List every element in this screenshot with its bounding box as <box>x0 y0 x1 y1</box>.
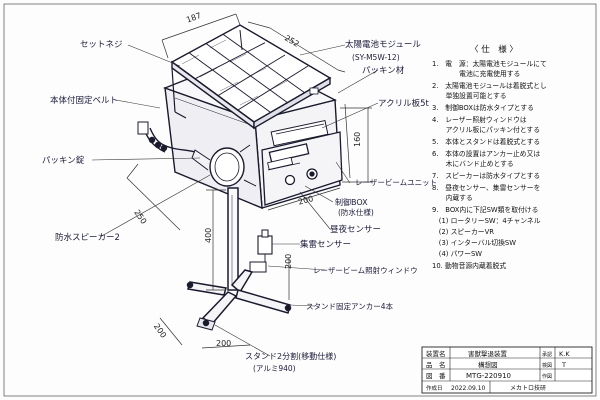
dimension-lines <box>126 13 372 349</box>
spec-list: 〈 仕 様 〉 1. 電 源：太陽電池モジュールにて 電池に充電使用する 2. … <box>432 44 547 270</box>
solar-panel <box>170 24 332 130</box>
tb-row3-value: MTG-220910 <box>466 372 511 380</box>
label-packing-left: パッキン錠 <box>42 155 85 166</box>
label-laser-window: レーザービーム照射ウィンドウ <box>313 265 418 275</box>
spec-item: (3) インターバル切換SW <box>432 238 516 247</box>
spec-item: 4. レーザー照射ウィンドウは <box>432 115 527 124</box>
label-control-box: 制御BOX <box>335 197 368 207</box>
label-stand-note: スタンド2分割(移動仕様) <box>245 351 336 361</box>
tb-row1-label: 装置名 <box>426 349 446 358</box>
control-box <box>261 131 343 206</box>
label-control-box-note: (防水仕様) <box>338 207 374 217</box>
spec-item: 木にバンド止めとする <box>432 159 514 168</box>
label-acrylic: アクリル板5t <box>378 98 429 109</box>
dim-foot-b: 200 <box>216 339 231 348</box>
dim-pole-height: 400 <box>204 228 213 243</box>
spec-item: 7. スピーカーは防水タイプとする <box>432 171 540 180</box>
spec-item: (4) パワーSW <box>432 250 482 258</box>
spec-item: 9. BOX内に下記SW類を取付ける <box>432 205 538 214</box>
tb-row3-label: 図 番 <box>426 372 446 380</box>
spec-item: 単独設置可能とする <box>432 91 507 100</box>
tb-draw-label: 作図 <box>542 373 552 380</box>
dim-mid-width: 200 <box>297 194 314 207</box>
label-mount-belt: 本体付固定ベルト <box>50 95 118 106</box>
tb-draw-value: T <box>561 361 566 369</box>
spec-item: 3. 制御BOXは防水タイプとする <box>432 103 534 112</box>
sheet-border <box>3 3 597 397</box>
label-solar-module: 太陽電池モジュール <box>345 39 421 50</box>
leader-lines <box>91 44 379 357</box>
label-packing-right: パッキン材 <box>362 65 405 76</box>
tb-approve-label: 承認 <box>542 351 552 358</box>
spec-item: 1. 電 源：太陽電池モジュールにて <box>432 59 547 68</box>
label-rain-sensor: 集雷センサー <box>300 239 351 250</box>
spec-item: (1) ロータリーSW：4チャンネル <box>432 216 541 225</box>
label-stand-anchor: スタンド固定アンカー4本 <box>306 301 393 311</box>
label-stand-material: (アルミ940) <box>253 364 296 373</box>
spec-item: 電池に充電使用する <box>432 69 520 78</box>
tb-row2-label: 品 名 <box>426 360 446 369</box>
dim-top-width: 187 <box>185 11 202 25</box>
spec-item: 8. 昼夜センサー、集雷センサーを <box>432 183 540 192</box>
stand <box>186 187 292 331</box>
dim-base-length: 200 <box>284 254 293 269</box>
dim-right-height: 160 <box>353 132 362 147</box>
label-waterproof-speaker: 防水スピーカー2 <box>55 232 120 243</box>
tb-date-value: 2022.09.10 <box>451 385 486 392</box>
spec-item: 6. 本体の設置はアンカー止め又は <box>432 149 540 158</box>
spec-item: 内蔵する <box>432 193 473 202</box>
tb-approve-value: K.K <box>559 350 570 358</box>
spec-item: 5. 本体とスタンドは着脱式とする <box>432 137 540 146</box>
spec-item: 2. 太陽電池モジュールは着脱式とし <box>432 81 547 90</box>
mount-belt <box>137 121 196 153</box>
label-set-screw: セットネジ <box>80 40 123 50</box>
dim-top-depth: 252 <box>283 33 301 48</box>
speaker <box>191 144 257 187</box>
spec-item: アクリル板にパッキン付とする <box>432 125 540 134</box>
tb-check-label: 検図 <box>542 362 552 369</box>
label-laser-unit: レーザービームユニット <box>355 178 437 187</box>
title-block: 装置名 害獣撃退装置 品 名 構想図 図 番 MTG-220910 作成日 20… <box>421 346 593 394</box>
dim-left-diag: 250 <box>132 208 148 226</box>
spec-item: (2) スピーカーVR <box>432 228 494 236</box>
part-labels: セットネジ 本体付固定ベルト パッキン錠 防水スピーカー2 太陽電池モジュール … <box>42 39 437 373</box>
tb-row2-value: 構想図 <box>478 360 498 369</box>
tb-company: メカトロ技研 <box>510 384 546 392</box>
spec-item: 10. 動物音源内蔵着脱式 <box>432 261 506 270</box>
spec-title: 〈 仕 様 〉 <box>470 44 518 55</box>
tb-date-label: 作成日 <box>426 384 443 392</box>
label-solar-model: (SY-M5W-12) <box>352 53 400 62</box>
label-day-night-sensor: 昼夜センサー <box>330 224 381 235</box>
tb-row1-value: 害獣撃退装置 <box>468 349 508 358</box>
